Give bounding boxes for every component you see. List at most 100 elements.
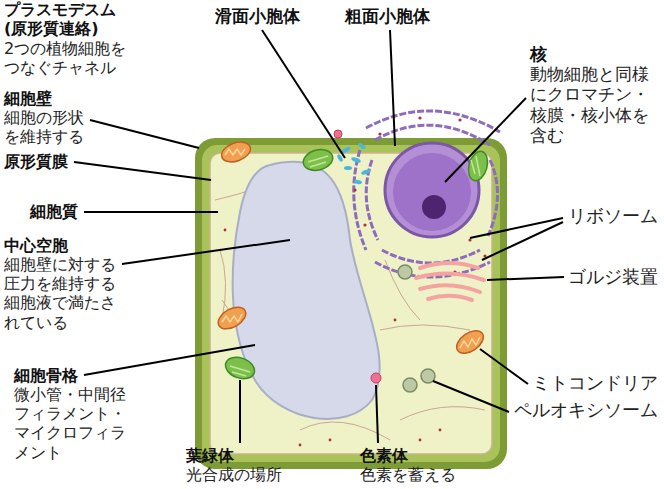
chloroplast-thylakoids-part xyxy=(476,156,480,176)
nucleus xyxy=(385,143,479,237)
smooth-er-part xyxy=(354,179,363,184)
part-title: ゴルジ装置 xyxy=(568,266,658,288)
part-title: 粗面小胞体 xyxy=(345,6,430,26)
peroxisomes-part xyxy=(398,265,412,279)
chloroplast-thylakoids xyxy=(230,156,480,376)
rough-er-part xyxy=(366,111,500,132)
ribosome-dots-part xyxy=(224,229,227,232)
golgi-apparatus xyxy=(416,263,484,300)
leader-lines-part xyxy=(74,162,211,180)
peroxisomes-part xyxy=(421,369,435,383)
ribosome-dots-part xyxy=(353,188,356,191)
part-note: 光合成の場所 xyxy=(186,465,282,484)
mitochondria-cristae xyxy=(222,149,480,348)
mitochondria-part xyxy=(219,138,253,165)
cytoskeleton-part xyxy=(220,250,226,320)
part-title: リボソーム xyxy=(568,205,658,227)
part-title: 細胞壁 xyxy=(4,89,52,108)
part-title: 中心空胞 xyxy=(4,236,68,255)
golgi-apparatus-part xyxy=(416,273,484,280)
leader-lines-part xyxy=(122,240,290,264)
rough-er xyxy=(354,111,500,277)
leader-lines-part xyxy=(482,222,563,260)
part-title: ミトコンドリア xyxy=(532,372,658,394)
cell-wall xyxy=(195,138,507,469)
cell-wall-part xyxy=(202,145,500,462)
cytoskeleton-part xyxy=(380,325,470,330)
plastids-part xyxy=(371,373,381,383)
mitochondria-part xyxy=(453,326,488,358)
leader-lines-part xyxy=(84,211,218,213)
part-title: ペルオキシソーム xyxy=(514,399,658,421)
cytoplasm-part xyxy=(210,153,492,454)
leader-lines xyxy=(74,30,564,443)
part-note: 微小管・中間径 フィラメント・ マイクロフィラ メント xyxy=(14,385,136,462)
leader-lines-part xyxy=(90,120,199,148)
chloroplasts-part xyxy=(222,353,257,382)
chloroplast-thylakoids-part xyxy=(230,366,250,372)
ribosome-dots-part xyxy=(468,238,471,241)
golgi-apparatus-part xyxy=(428,296,472,300)
ribosome-dots-part xyxy=(329,439,332,442)
part-title: 細胞質 xyxy=(30,202,78,221)
leader-lines-part xyxy=(239,380,241,443)
golgi-apparatus-part xyxy=(420,263,478,268)
plastids xyxy=(334,130,381,383)
part-note: 2つの植物細胞を つなぐチャネル xyxy=(4,39,135,77)
leader-lines-part xyxy=(84,345,255,375)
cytoskeleton-part xyxy=(400,407,485,420)
part-title: プラスモデスム (原形質連絡) xyxy=(4,0,126,38)
chloroplast-thylakoids-part xyxy=(308,156,328,162)
leader-lines-part xyxy=(433,381,509,412)
smooth-er xyxy=(336,142,371,185)
rough-er-part xyxy=(354,150,366,250)
ribosome-dots-part xyxy=(378,132,381,135)
smooth-er-part xyxy=(361,168,372,175)
chloroplasts-part xyxy=(465,149,490,183)
central-vacuole xyxy=(233,162,380,419)
part-title: 色素体 xyxy=(360,446,408,465)
smooth-er-part xyxy=(351,156,362,163)
nucleus-part xyxy=(422,195,446,219)
ribosome-dots-part xyxy=(363,223,366,226)
nucleus-part xyxy=(385,143,479,237)
part-title: 原形質膜 xyxy=(4,152,68,171)
plastids-part xyxy=(334,130,342,138)
mitochondria-cristae-part xyxy=(225,149,245,155)
mitochondria-part xyxy=(215,303,250,334)
leader-lines-part xyxy=(487,277,564,280)
part-note: 細胞壁に対する 圧力を維持する 細胞液で満たさ れている xyxy=(4,255,126,332)
cell-wall-part xyxy=(195,138,507,469)
ribosome-dots-part xyxy=(419,439,422,442)
leader-lines-part xyxy=(445,98,526,182)
peroxisomes xyxy=(398,265,435,392)
leader-lines-part xyxy=(390,30,395,146)
leader-lines-part xyxy=(376,385,378,443)
ribosome-dots-part xyxy=(458,118,461,121)
leader-lines-part xyxy=(262,30,345,158)
part-title: 核 xyxy=(530,44,547,64)
golgi-apparatus-part xyxy=(420,285,480,292)
rough-er-part xyxy=(382,250,480,263)
mitochondria xyxy=(215,138,488,358)
ribosome-dots-part xyxy=(439,429,442,432)
cytoplasm xyxy=(210,153,492,454)
part-title: 細胞骨格 xyxy=(14,366,78,385)
peroxisomes-part xyxy=(403,378,417,392)
central-vacuole-part xyxy=(233,162,380,419)
part-note: 細胞の形状 を維持する xyxy=(4,108,100,146)
part-title: 滑面小胞体 xyxy=(215,6,300,26)
chloroplast-thylakoids-part xyxy=(310,162,326,167)
leader-lines-part xyxy=(480,349,528,384)
chloroplasts xyxy=(222,146,490,382)
smooth-er-part xyxy=(344,166,352,170)
ribosome-dots-part xyxy=(299,444,302,447)
mitochondria-cristae-part xyxy=(460,337,480,348)
cytoskeleton-part xyxy=(385,260,420,320)
chloroplasts-part xyxy=(301,146,335,173)
ribosome-dots xyxy=(224,116,487,446)
chloroplast-thylakoids-part xyxy=(471,160,475,174)
mitochondria-cristae-part xyxy=(222,314,242,322)
smooth-er-part xyxy=(358,142,367,150)
part-note: 動物細胞と同様 にクロマチン・ 核膜・核小体を 含む xyxy=(530,64,659,146)
